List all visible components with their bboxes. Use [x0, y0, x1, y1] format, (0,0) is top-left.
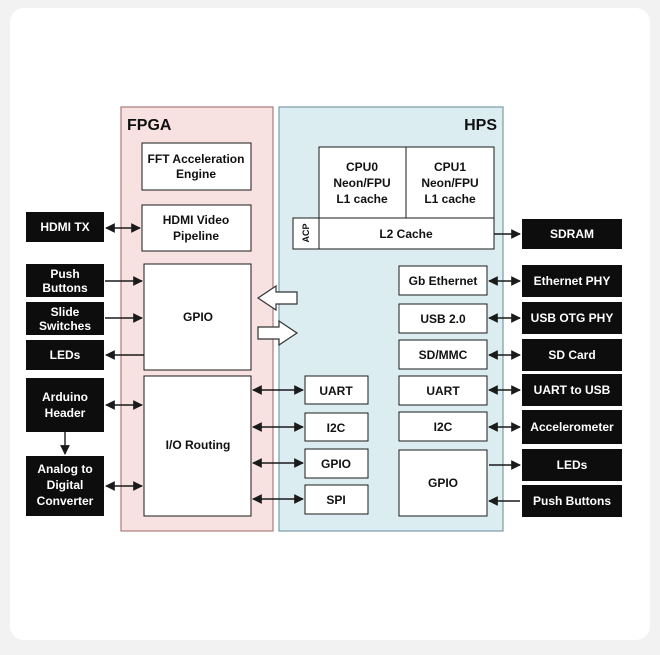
- l2-cache-block: L2 Cache: [318, 217, 495, 250]
- fft-label-line2: Engine: [176, 167, 216, 181]
- adc-line1: Analog to: [37, 462, 92, 476]
- hps-uart-block: UART: [398, 375, 488, 406]
- cpu1-block: CPU1 Neon/FPU L1 cache: [405, 146, 495, 219]
- push-buttons-right-label: Push Buttons: [533, 494, 611, 508]
- cpu0-label-line1: CPU0: [346, 160, 378, 174]
- push-buttons-right-box: Push Buttons: [522, 485, 622, 517]
- arduino-line2: Header: [45, 406, 86, 420]
- hdmi-tx-box: HDMI TX: [26, 212, 104, 242]
- routed-i2c-port: I2C: [304, 412, 369, 442]
- sd-card-label: SD Card: [548, 348, 595, 362]
- hps-gpio-block: GPIO: [398, 449, 488, 517]
- leds-right-label: LEDs: [557, 458, 588, 472]
- hps-i2c-block: I2C: [398, 411, 488, 442]
- hdmi-tx-label: HDMI TX: [40, 220, 89, 234]
- fpga-gpio-block: GPIO: [143, 263, 252, 371]
- accelerometer-box: Accelerometer: [522, 410, 622, 444]
- gb-ethernet-block: Gb Ethernet: [398, 265, 488, 296]
- fpga-title: FPGA: [127, 117, 172, 134]
- ethernet-phy-label: Ethernet PHY: [534, 274, 611, 288]
- slide-switches-line1: Slide: [51, 305, 80, 319]
- sdmmc-label: SD/MMC: [419, 348, 468, 362]
- routed-i2c-label: I2C: [327, 421, 346, 435]
- leds-left-box: LEDs: [26, 340, 104, 370]
- ethernet-phy-box: Ethernet PHY: [522, 265, 622, 297]
- io-routing-block: I/O Routing: [143, 375, 252, 517]
- acp-label: ACP: [301, 223, 311, 242]
- sdram-box: SDRAM: [522, 219, 622, 249]
- hdmi-pipeline-label-line1: HDMI Video: [163, 213, 229, 227]
- gb-ethernet-label: Gb Ethernet: [409, 274, 478, 288]
- l2-cache-label: L2 Cache: [379, 227, 433, 241]
- hps-title: HPS: [464, 117, 497, 134]
- routed-spi-port: SPI: [304, 484, 369, 515]
- adc-line3: Converter: [37, 494, 94, 508]
- adc-box: Analog to Digital Converter: [26, 456, 104, 516]
- bridge-arrow-left: [256, 284, 298, 312]
- accelerometer-label: Accelerometer: [530, 420, 614, 434]
- routed-uart-port: UART: [304, 375, 369, 405]
- fft-label-line1: FFT Acceleration: [148, 152, 245, 166]
- arduino-header-box: Arduino Header: [26, 378, 104, 432]
- routed-spi-label: SPI: [326, 493, 345, 507]
- cpu1-label-line2: Neon/FPU: [421, 176, 478, 190]
- routed-gpio-port: GPIO: [304, 448, 369, 479]
- usb-otg-phy-box: USB OTG PHY: [522, 302, 622, 334]
- io-routing-label: I/O Routing: [166, 438, 231, 452]
- slide-switches-line2: Switches: [39, 319, 91, 333]
- slide-switches-box: Slide Switches: [26, 302, 104, 335]
- hps-gpio-label: GPIO: [428, 476, 458, 490]
- hdmi-pipeline-label-line2: Pipeline: [173, 229, 219, 243]
- uart-to-usb-box: UART to USB: [522, 374, 622, 406]
- uart-to-usb-label: UART to USB: [534, 383, 611, 397]
- adc-line2: Digital: [47, 478, 84, 492]
- leds-left-label: LEDs: [50, 348, 81, 362]
- fft-acceleration-engine-block: FFT Acceleration Engine: [141, 142, 252, 191]
- hps-i2c-label: I2C: [434, 420, 453, 434]
- arduino-line1: Arduino: [42, 390, 88, 404]
- push-buttons-left-line1: Push: [50, 267, 79, 281]
- usb2-block: USB 2.0: [398, 303, 488, 334]
- push-buttons-left-box: Push Buttons: [26, 264, 104, 297]
- leds-right-box: LEDs: [522, 449, 622, 481]
- sdram-label: SDRAM: [550, 227, 594, 241]
- cpu0-block: CPU0 Neon/FPU L1 cache: [318, 146, 407, 219]
- bridge-arrow-right: [257, 319, 299, 347]
- cpu1-label-line1: CPU1: [434, 160, 466, 174]
- push-buttons-left-line2: Buttons: [42, 281, 88, 295]
- cpu1-label-line3: L1 cache: [424, 192, 476, 206]
- usb2-label: USB 2.0: [420, 312, 466, 326]
- fpga-gpio-label: GPIO: [183, 310, 213, 324]
- sd-card-box: SD Card: [522, 339, 622, 371]
- cpu0-label-line2: Neon/FPU: [333, 176, 390, 190]
- acp-block: ACP: [292, 217, 320, 250]
- sdmmc-block: SD/MMC: [398, 339, 488, 370]
- routed-uart-label: UART: [319, 384, 353, 398]
- hdmi-video-pipeline-block: HDMI Video Pipeline: [141, 204, 252, 252]
- cpu0-label-line3: L1 cache: [336, 192, 388, 206]
- usb-otg-phy-label: USB OTG PHY: [531, 311, 614, 325]
- routed-gpio-label: GPIO: [321, 457, 351, 471]
- hps-uart-label: UART: [426, 384, 460, 398]
